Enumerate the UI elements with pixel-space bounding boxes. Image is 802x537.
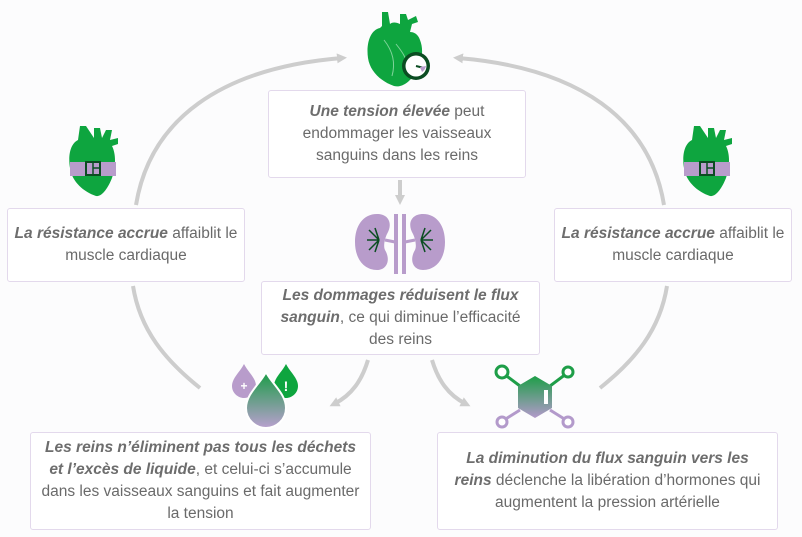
- node-center-text: Les dommages réduisent le flux sanguin, …: [268, 285, 533, 351]
- heart-belt-icon: [683, 126, 732, 197]
- node-bottom-right-box: La diminution du flux sanguin vers les r…: [437, 432, 778, 530]
- node-top-box: Une tension élevée peut endommager les v…: [268, 90, 526, 178]
- node-bottom-left-body: , et celui-ci s’accumule dans les vaisse…: [41, 461, 360, 522]
- node-top-emphasis: Une tension élevée: [309, 103, 450, 120]
- node-top-body: peut endommager les vaisseaux sanguins d…: [302, 103, 492, 164]
- arrow-right-to-top: [453, 53, 666, 206]
- node-left-box: La résistance accrue affaiblit le muscle…: [7, 208, 245, 282]
- arrow-bottomleft-to-left: [131, 285, 202, 390]
- node-center-emphasis: Les dommages réduisent le flux sanguin: [280, 287, 519, 326]
- heart-belt-icon: [69, 126, 118, 197]
- drop-exclamation-symbol: !: [284, 378, 289, 394]
- node-bottom-left-box: Les reins n’éliminent pas tous les déche…: [30, 432, 371, 530]
- node-right-body: affaiblit le muscle cardiaque: [612, 225, 785, 264]
- arrow-center-to-bottomleft: [329, 359, 370, 407]
- arrow-center-to-bottomright: [430, 359, 471, 407]
- node-center-box: Les dommages réduisent le flux sanguin, …: [261, 281, 540, 355]
- hormone-molecule-icon: [494, 364, 575, 429]
- node-bottom-right-text: La diminution du flux sanguin vers les r…: [452, 448, 763, 514]
- arrow-bottomright-to-right: [598, 285, 669, 390]
- node-left-body: affaiblit le muscle cardiaque: [65, 225, 238, 264]
- node-top-text: Une tension élevée peut endommager les v…: [275, 101, 519, 167]
- node-right-text: La résistance accrue affaiblit le muscle…: [561, 223, 785, 267]
- node-bottom-left-text: Les reins n’éliminent pas tous les déche…: [37, 437, 364, 525]
- node-bottom-right-body: déclenche la libération d’hormones qui a…: [491, 472, 761, 511]
- heart-gauge-icon: [367, 12, 430, 87]
- arrow-left-to-top: [134, 53, 347, 206]
- drop-plus-symbol: +: [240, 379, 247, 393]
- node-right-box: La résistance accrue affaiblit le muscle…: [554, 208, 792, 282]
- node-center-body: , ce qui diminue l’efficacité des reins: [339, 309, 521, 348]
- kidneys-icon: [355, 214, 445, 274]
- node-left-text: La résistance accrue affaiblit le muscle…: [14, 223, 238, 267]
- node-bottom-right-emphasis: La diminution du flux sanguin vers les r…: [454, 450, 749, 489]
- node-right-emphasis: La résistance accrue: [561, 225, 715, 242]
- droplets-icon: + !: [232, 364, 298, 430]
- node-bottom-left-emphasis: Les reins n’éliminent pas tous les déche…: [45, 439, 356, 478]
- node-left-emphasis: La résistance accrue: [14, 225, 168, 242]
